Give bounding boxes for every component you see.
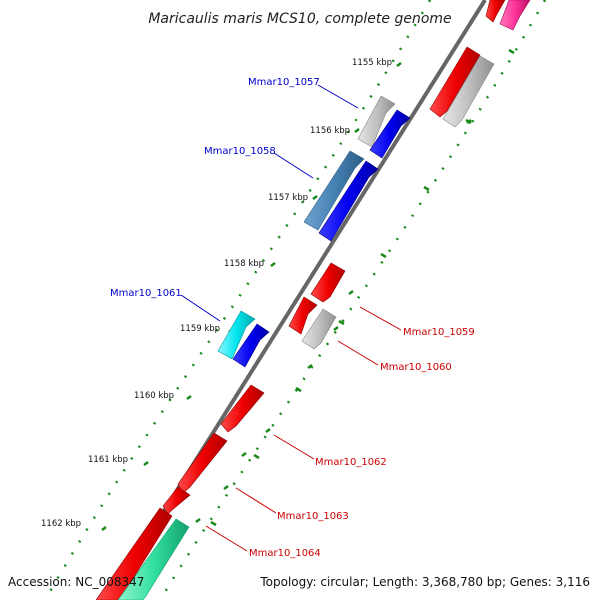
- label-connectors: [180, 84, 402, 552]
- gc-dots-inner-arc: [43, 0, 432, 600]
- gc-dots-outer-arc: [158, 0, 547, 600]
- tick-label: 1162 kbp: [41, 519, 81, 529]
- cds-feature-steelblue-1058[interactable]: [303, 150, 365, 231]
- connector-1058: [273, 152, 314, 179]
- cds-feature-gray-upper[interactable]: [442, 55, 495, 128]
- tick-label: 1161 kbp: [88, 455, 128, 465]
- gc-content-track: [43, 0, 547, 600]
- cds-feature-red-1063b[interactable]: [162, 486, 191, 515]
- cds-feature-gray-1060[interactable]: [301, 308, 337, 350]
- connector-1057: [317, 84, 359, 109]
- cds-feature-blue-1061b[interactable]: [232, 323, 270, 368]
- cds-feature-aquamarine-1064b[interactable]: [117, 518, 190, 600]
- cds-feature-pink-top[interactable]: [499, 0, 531, 31]
- connector-1063: [235, 487, 277, 514]
- gene-label-mmar10-1060[interactable]: Mmar10_1060: [380, 362, 452, 373]
- connector-1059: [359, 306, 402, 331]
- connector-1062: [273, 434, 315, 460]
- cds-feature-blue-1057b[interactable]: [369, 109, 411, 159]
- gene-label-mmar10-1061[interactable]: Mmar10_1061: [110, 288, 182, 299]
- accession-text: Accession: NC_008347: [8, 575, 144, 589]
- connector-1064: [205, 525, 248, 552]
- map-title: Maricaulis maris MCS10, complete genome: [148, 11, 451, 27]
- reverse-strand-features[interactable]: [95, 46, 495, 600]
- tick-label: 1159 kbp: [180, 324, 220, 334]
- genome-backbone: [106, 0, 487, 600]
- forward-strand-features[interactable]: [217, 0, 531, 368]
- cds-feature-red-1063[interactable]: [177, 432, 228, 494]
- cds-feature-red-1062[interactable]: [220, 384, 265, 433]
- gene-labels[interactable]: Mmar10_1057 Mmar10_1058 Mmar10_1061 Mmar…: [110, 77, 475, 559]
- tick-label: 1156 kbp: [310, 126, 350, 136]
- cds-feature-red-1059b[interactable]: [288, 296, 318, 335]
- cds-feature-red-top[interactable]: [485, 0, 506, 23]
- outer-tick-marks: [210, 48, 515, 527]
- tick-label: 1157 kbp: [268, 193, 308, 203]
- tick-label: 1158 kbp: [224, 259, 264, 269]
- tick-label: 1155 kbp: [352, 58, 392, 68]
- connector-1061: [180, 294, 221, 322]
- gene-label-mmar10-1064[interactable]: Mmar10_1064: [249, 548, 321, 559]
- genome-summary-text: Topology: circular; Length: 3,368,780 bp…: [259, 575, 590, 589]
- gene-label-mmar10-1063[interactable]: Mmar10_1063: [277, 511, 349, 522]
- gene-label-mmar10-1062[interactable]: Mmar10_1062: [315, 457, 387, 468]
- cds-feature-blue-1058b[interactable]: [318, 160, 379, 242]
- gene-label-mmar10-1059[interactable]: Mmar10_1059: [403, 327, 475, 338]
- gene-label-mmar10-1058[interactable]: Mmar10_1058: [204, 146, 276, 157]
- cds-feature-red-upper[interactable]: [429, 46, 481, 118]
- gene-label-mmar10-1057[interactable]: Mmar10_1057: [248, 77, 320, 88]
- kbp-scale-labels: 1155 kbp 1156 kbp 1157 kbp 1158 kbp 1159…: [41, 58, 392, 529]
- cds-feature-gray-1057[interactable]: [357, 95, 396, 148]
- connector-1060: [337, 340, 379, 366]
- cds-feature-red-1059[interactable]: [310, 262, 346, 303]
- cds-feature-cyan-1061[interactable]: [217, 310, 256, 360]
- inner-feature-dashes: [195, 119, 472, 523]
- tick-label: 1160 kbp: [134, 391, 174, 401]
